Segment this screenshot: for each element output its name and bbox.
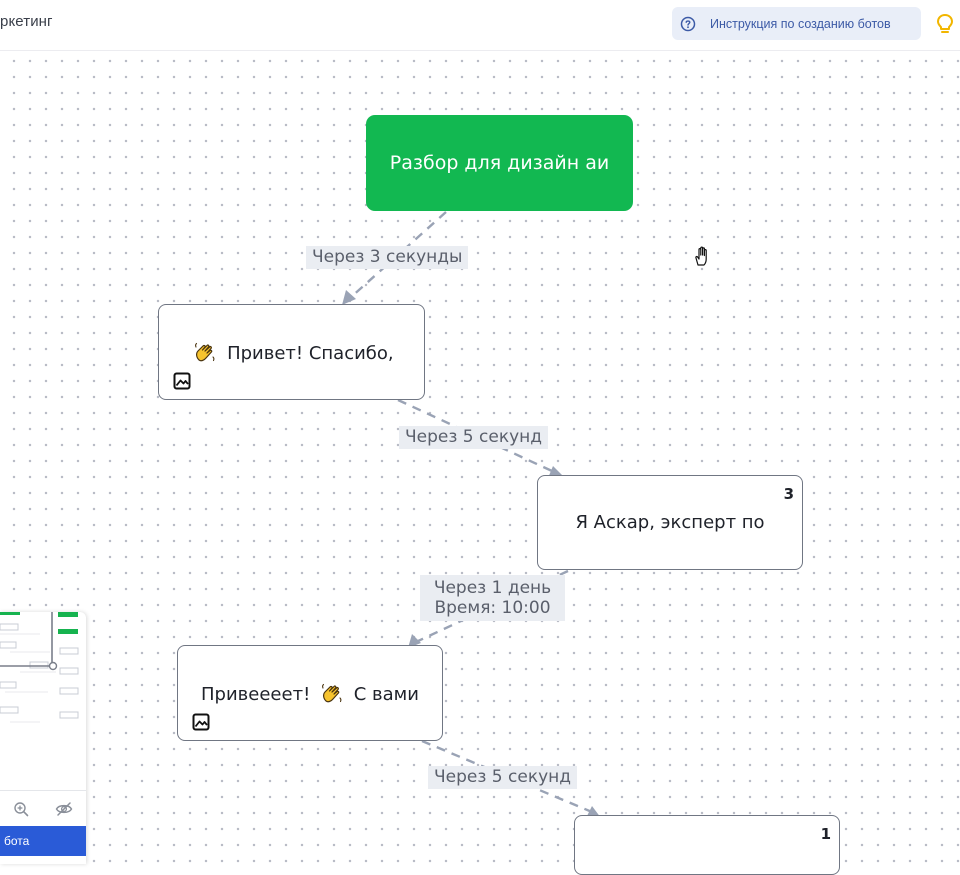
message-node[interactable]: Привеееет! С вами: [177, 645, 443, 741]
edge-arrow-3: [408, 634, 421, 648]
start-node-label: Разбор для дизайн аи: [389, 152, 610, 174]
message-node-preview: Привеееет! С вами: [201, 682, 419, 705]
minimap-toolbar: [0, 790, 86, 827]
create-bot-button-label: бота: [4, 834, 30, 848]
message-node-preview: Привет! Спасибо,: [189, 341, 394, 364]
message-node[interactable]: 3 Я Аскар, эксперт по: [537, 475, 803, 570]
message-node[interactable]: 1: [574, 815, 840, 875]
edge-label-time: Время: 10:00: [434, 598, 551, 618]
message-node[interactable]: Привет! Спасибо,: [158, 304, 425, 400]
edge-label-text: Через 3 секунды: [312, 247, 463, 267]
top-bar: ркетинг Инструкция по созданию ботов: [0, 0, 960, 51]
question-circle-icon: [680, 16, 696, 31]
page-title: ркетинг: [0, 13, 53, 30]
zoom-in-icon[interactable]: [13, 801, 29, 817]
create-bot-button[interactable]: бота: [0, 826, 86, 856]
bot-instructions-label: Инструкция по созданию ботов: [710, 16, 891, 31]
waving-hand-emoji: [195, 342, 215, 361]
edge-arrow-1: [342, 290, 356, 305]
edge-label-text: Через 5 секунд: [405, 427, 543, 447]
image-icon: [192, 713, 210, 731]
edge-label-delay-2[interactable]: Через 5 секунд: [399, 426, 549, 449]
minimap-preview[interactable]: [0, 612, 86, 788]
edge-label-text: Через 1 день: [433, 578, 552, 598]
node-badge: 3: [783, 485, 794, 503]
message-node-text: Привет! Спасибо,: [227, 342, 394, 364]
edge-label-delay-1[interactable]: Через 3 секунды: [306, 246, 469, 269]
start-node[interactable]: Разбор для дизайн аи: [366, 115, 633, 211]
edge-label-text: Через 5 секунд: [434, 767, 572, 787]
node-badge: 1: [820, 825, 831, 843]
lightbulb-icon[interactable]: [934, 12, 956, 36]
edge-label-delay-4[interactable]: Через 5 секунд: [428, 766, 578, 789]
eye-off-icon[interactable]: [55, 801, 73, 817]
bot-instructions-button[interactable]: Инструкция по созданию ботов: [672, 7, 921, 40]
edge-label-delay-3[interactable]: Через 1 день Время: 10:00: [420, 575, 565, 621]
minimap-panel: бота: [0, 612, 86, 864]
image-icon: [173, 372, 191, 390]
message-node-text: Я Аскар, эксперт по: [575, 512, 765, 533]
message-node-text: С вами: [353, 683, 419, 705]
waving-hand-emoji: [322, 683, 342, 702]
hand-grab-cursor-icon: [695, 246, 707, 266]
message-node-text: Привеееет!: [201, 683, 311, 705]
